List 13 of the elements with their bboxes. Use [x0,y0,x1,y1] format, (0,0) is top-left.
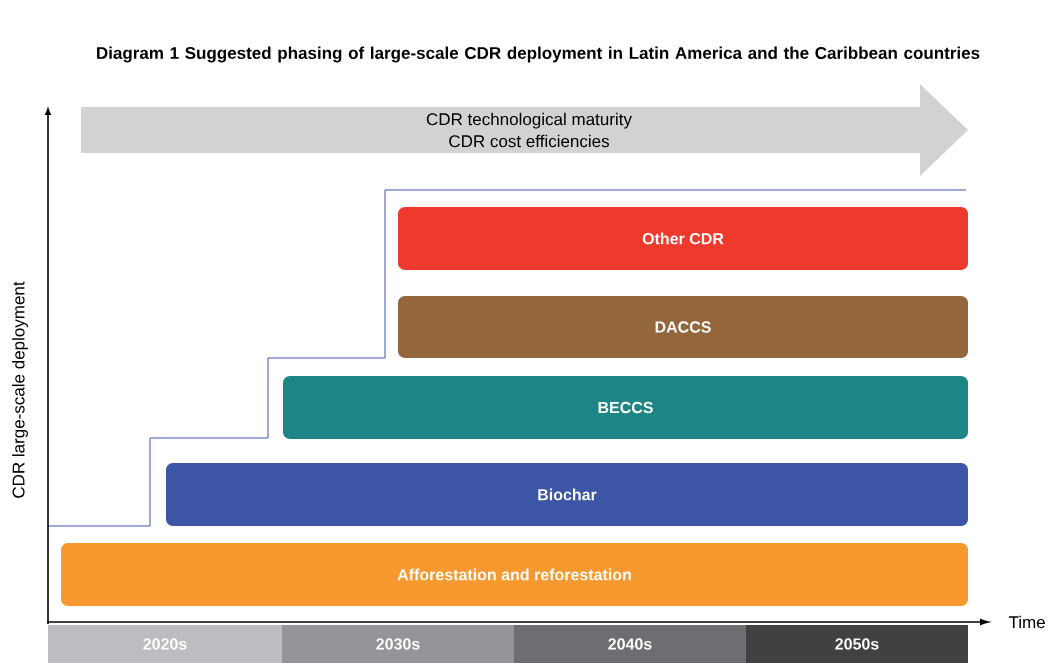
title: Diagram 1 Suggested phasing of large-scale CDR deployment in Latin America and the Caribbean countries [97,46,980,63]
phase-bar: BECCS [283,376,968,439]
decade-band: 2050s [746,625,968,663]
node-label: 2050s [835,638,879,650]
axis-label: Time [1008,615,1045,629]
phase-bar: Other CDR [398,207,968,270]
phase-bar: DACCS [398,296,968,358]
phase-bar: Biochar [166,463,968,526]
decade-band: 2040s [514,625,746,663]
axis-label: CDR large-scale deployment [12,281,28,498]
phase-bar: Afforestation and reforestation [61,543,968,606]
decade-band: 2030s [282,625,514,663]
decade-band: 2020s [48,625,282,663]
